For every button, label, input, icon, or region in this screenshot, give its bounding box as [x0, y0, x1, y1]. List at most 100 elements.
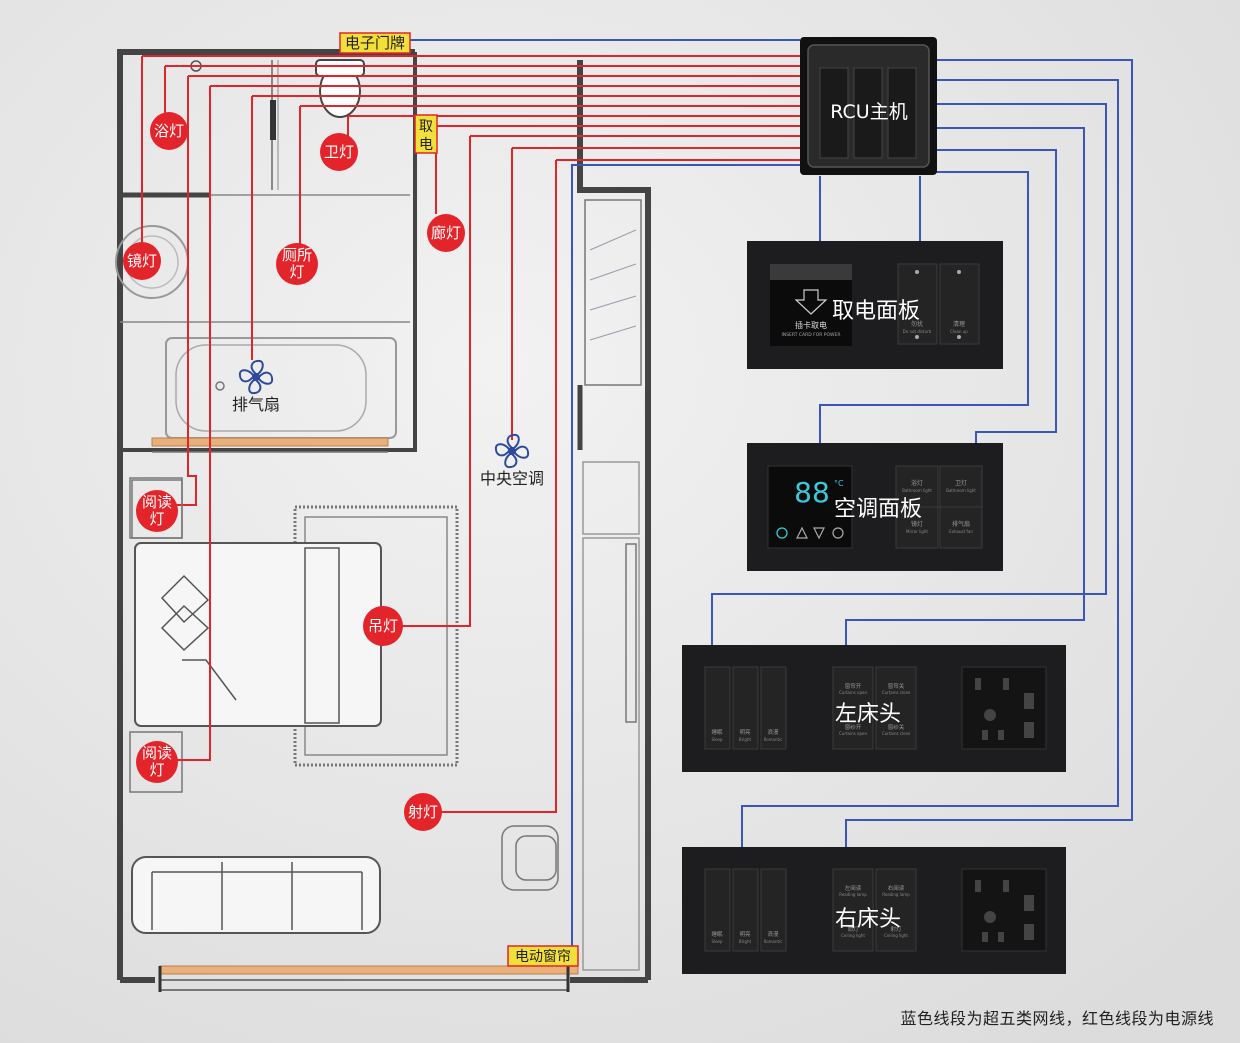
power-take-label-1: 取 — [419, 119, 433, 135]
rb-read4: 射灯 — [890, 925, 902, 933]
ac-display: 88 — [794, 476, 830, 509]
door-plate-label: 电子门牌 — [345, 34, 405, 52]
rb-read3: 筒灯 — [847, 925, 859, 933]
door-plate-tag: 电子门牌 — [339, 32, 411, 54]
left-bed-panel: 睡眠 Sleep 明亮 Bright 浪漫 Romantic 窗帘开 Curta… — [682, 645, 1066, 772]
rb-scene3: 浪漫 — [767, 930, 779, 938]
network-wires — [410, 39, 1133, 955]
wc-light: 厕所 灯 — [276, 243, 318, 285]
right-bed-title: 右床头 — [835, 907, 901, 932]
rcu-host: RCU主机 — [800, 37, 937, 175]
lb-scene2: 明亮 — [739, 728, 751, 736]
rb-read2-sub: Reading lamp — [882, 892, 910, 897]
lb-curtain4-sub: Curtains close — [882, 731, 911, 736]
wc-light-label-2: 灯 — [289, 263, 304, 281]
curtain-label: 电动窗帘 — [515, 948, 571, 965]
rb-read1: 左阅读 — [845, 884, 862, 892]
wc-light-label-1: 厕所 — [282, 246, 312, 264]
btn-dnd-label: 勿扰 — [911, 320, 923, 328]
rb-scene1-sub: Sleep — [711, 939, 723, 944]
lb-curtain1: 窗帘开 — [845, 682, 862, 690]
central-ac-label: 中央空调 — [480, 469, 544, 488]
curtain-tag: 电动窗帘 — [507, 945, 579, 967]
btn-clean-label: 清理 — [953, 320, 965, 328]
reading-light-bottom-label-1: 阅读 — [142, 744, 172, 762]
lb-curtain2: 窗帘关 — [888, 682, 905, 690]
power-wires — [141, 55, 800, 813]
rb-read2: 右阅读 — [888, 884, 905, 892]
ac-unit: °C — [834, 479, 844, 488]
reading-light-top-label-2: 灯 — [149, 510, 164, 528]
ac-btn1-label: 浴灯 — [911, 479, 923, 487]
exhaust-fan-icon — [238, 359, 274, 395]
reading-light-top: 阅读 灯 — [131, 479, 183, 539]
up-icon — [796, 526, 808, 539]
down-arrow-icon — [794, 289, 828, 315]
lb-curtain2-sub: Curtains close — [882, 690, 911, 695]
ac-btn1-sub: Bathroom light — [902, 488, 932, 493]
btn-dnd-sub: Do not disturb — [903, 329, 932, 334]
lb-scene3-sub: Romantic — [764, 737, 783, 742]
rb-read3-sub: Ceiling light — [841, 933, 865, 938]
reading-light-bottom: 阅读 灯 — [136, 741, 178, 783]
toilet-light: 卫灯 — [320, 133, 358, 171]
legend-caption: 蓝色线段为超五类网线，红色线段为电源线 — [900, 1009, 1214, 1028]
rb-scene2-sub: Bright — [739, 939, 752, 944]
corridor-light-label: 廊灯 — [431, 224, 461, 242]
mirror-light-label: 镜灯 — [127, 252, 157, 270]
toilet-light-label: 卫灯 — [324, 143, 354, 161]
lb-curtain4: 窗纱关 — [888, 723, 905, 731]
power-icon — [776, 527, 788, 539]
ac-btn4-sub: Exhaust fan — [949, 529, 973, 534]
lb-scene1-sub: Sleep — [711, 737, 723, 742]
rb-scene3-sub: Romantic — [764, 939, 783, 944]
power-panel: 插卡取电 INSERT CARD FOR POWER 勿扰 Do not dis… — [747, 241, 1003, 369]
lb-scene1: 睡眠 — [711, 728, 723, 736]
ac-btn4-label: 排气扇 — [952, 520, 970, 528]
reading-light-bottom-label-2: 灯 — [149, 761, 164, 779]
btn-clean-sub: Clean up — [950, 329, 968, 334]
ac-btn3-label: 镜灯 — [911, 520, 923, 528]
mirror-light: 镜灯 — [123, 242, 161, 280]
ac-panel: 88 °C 浴灯 Bathroom light 卫灯 Bathroom ligh… — [747, 443, 1003, 571]
ac-btn3-sub: Mirror light — [906, 529, 928, 534]
rb-read4-sub: Ceiling light — [884, 933, 908, 938]
rb-read1-sub: Reading lamp — [839, 892, 867, 897]
light-badges: 浴灯 卫灯 镜灯 厕所 灯 廊灯 阅读 灯 吊灯 — [123, 112, 465, 831]
ac-btn2-sub: Bathroom light — [946, 488, 976, 493]
rcu-label: RCU主机 — [830, 101, 907, 123]
rb-scene1: 睡眠 — [711, 930, 723, 938]
power-take-label-2: 电 — [419, 137, 433, 153]
lb-scene2-sub: Bright — [739, 737, 752, 742]
ac-btn2-label: 卫灯 — [955, 479, 967, 487]
chandelier-light: 吊灯 — [363, 606, 403, 646]
spot-light: 射灯 — [404, 793, 442, 831]
central-ac: 中央空调 — [480, 433, 544, 488]
lb-scene3: 浪漫 — [767, 728, 779, 736]
fan-speed-icon — [832, 527, 844, 539]
chandelier-light-label: 吊灯 — [368, 617, 398, 635]
down-icon — [813, 527, 825, 540]
power-panel-title: 取电面板 — [832, 299, 920, 324]
central-ac-fan-icon — [494, 433, 530, 469]
spot-light-label: 射灯 — [408, 803, 438, 821]
power-take-tag: 取 电 — [414, 114, 438, 154]
card-sub: INSERT CARD FOR POWER — [782, 332, 841, 338]
left-bed-title: 左床头 — [835, 702, 901, 727]
reading-light-top-label-1: 阅读 — [142, 493, 172, 511]
rb-scene2: 明亮 — [739, 930, 751, 938]
bath-light-label: 浴灯 — [154, 122, 184, 140]
lb-curtain3: 窗纱开 — [845, 723, 862, 731]
lb-curtain3-sub: Curtains open — [839, 731, 867, 736]
left-socket-icon — [961, 666, 1047, 750]
lb-curtain1-sub: Curtains open — [839, 690, 867, 695]
right-socket-icon — [961, 868, 1047, 952]
right-bed-panel: 睡眠 Sleep 明亮 Bright 浪漫 Romantic 左阅读 Readi… — [682, 847, 1066, 974]
card-text: 插卡取电 — [795, 320, 827, 330]
corridor-light: 廊灯 — [427, 214, 465, 252]
bath-light: 浴灯 — [150, 112, 188, 150]
exhaust-fan: 排气扇 — [232, 359, 280, 414]
exhaust-fan-label: 排气扇 — [232, 395, 280, 414]
ac-panel-title: 空调面板 — [834, 497, 922, 522]
